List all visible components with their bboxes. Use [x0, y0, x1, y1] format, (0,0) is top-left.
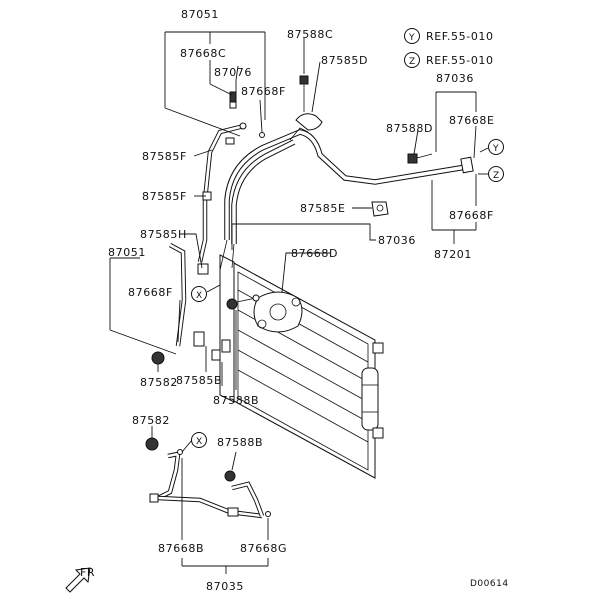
front-direction-arrow	[65, 567, 91, 593]
ref-y-text: REF.55-010	[426, 30, 494, 43]
ref-y-circle	[404, 28, 420, 44]
label-87585h: 87585H	[140, 228, 187, 241]
callout-x-letter-a: X	[196, 291, 203, 301]
label-87588c: 87588C	[287, 28, 333, 41]
label-87588b-a: 87588B	[213, 394, 259, 407]
label-87201: 87201	[434, 248, 472, 261]
compressor-fitting	[253, 291, 303, 333]
label-87585b: 87585B	[176, 374, 222, 387]
label-87585f-a: 87585F	[142, 150, 187, 163]
diagram-id: D00614	[470, 579, 509, 589]
pipe-87051	[168, 91, 265, 347]
label-fr: FR	[80, 566, 95, 579]
clamp-87585e	[371, 201, 389, 217]
label-87588b-b: 87588B	[217, 436, 263, 449]
label-87668f-top: 87668F	[241, 85, 286, 98]
clamp-87585d	[295, 75, 323, 131]
label-87051-left: 87051	[108, 246, 146, 259]
label-87035: 87035	[206, 580, 244, 593]
ref-y-letter: Y	[408, 33, 415, 43]
ref-z-circle	[404, 52, 420, 68]
callout-x-letter-b: X	[196, 437, 203, 447]
ref-z-text: REF.55-010	[426, 54, 494, 67]
label-87076: 87076	[214, 66, 252, 79]
callout-y-letter: Y	[492, 144, 499, 154]
pipe-87035	[149, 449, 271, 519]
label-87668g: 87668G	[240, 542, 287, 555]
callout-x-circle-b	[191, 432, 207, 448]
label-87668c: 87668C	[180, 47, 226, 60]
part-labels: 87051 87668C 87076 87668F 87588C 87585D …	[80, 8, 509, 593]
bolt-87588b	[226, 294, 260, 310]
label-87051-top: 87051	[181, 8, 219, 21]
nut-87582	[145, 351, 165, 451]
callout-y-circle	[488, 139, 504, 155]
label-87588d: 87588D	[386, 122, 433, 135]
label-87585d: 87585D	[321, 54, 368, 67]
ref-z-letter: Z	[409, 57, 416, 67]
bolt-87588d	[407, 153, 433, 164]
callout-z-letter: Z	[493, 171, 500, 181]
label-87582-b: 87582	[132, 414, 170, 427]
callout-x-circle-a	[191, 286, 207, 302]
label-87668f-right: 87668F	[449, 209, 494, 222]
callout-z-circle	[488, 166, 504, 182]
label-87668d: 87668D	[291, 247, 338, 260]
label-87036-mid: 87036	[378, 234, 416, 247]
callout-circles	[191, 28, 504, 448]
bracket-87585b	[193, 331, 221, 361]
label-87036-top: 87036	[436, 72, 474, 85]
label-87668f-left: 87668F	[128, 286, 173, 299]
pipe-87036	[219, 127, 474, 271]
label-87668b: 87668B	[158, 542, 204, 555]
leader-lines	[109, 31, 489, 574]
label-87585f-b: 87585F	[142, 190, 187, 203]
label-87668e: 87668E	[449, 114, 495, 127]
label-87582-a: 87582	[140, 376, 178, 389]
label-87585e: 87585E	[300, 202, 346, 215]
